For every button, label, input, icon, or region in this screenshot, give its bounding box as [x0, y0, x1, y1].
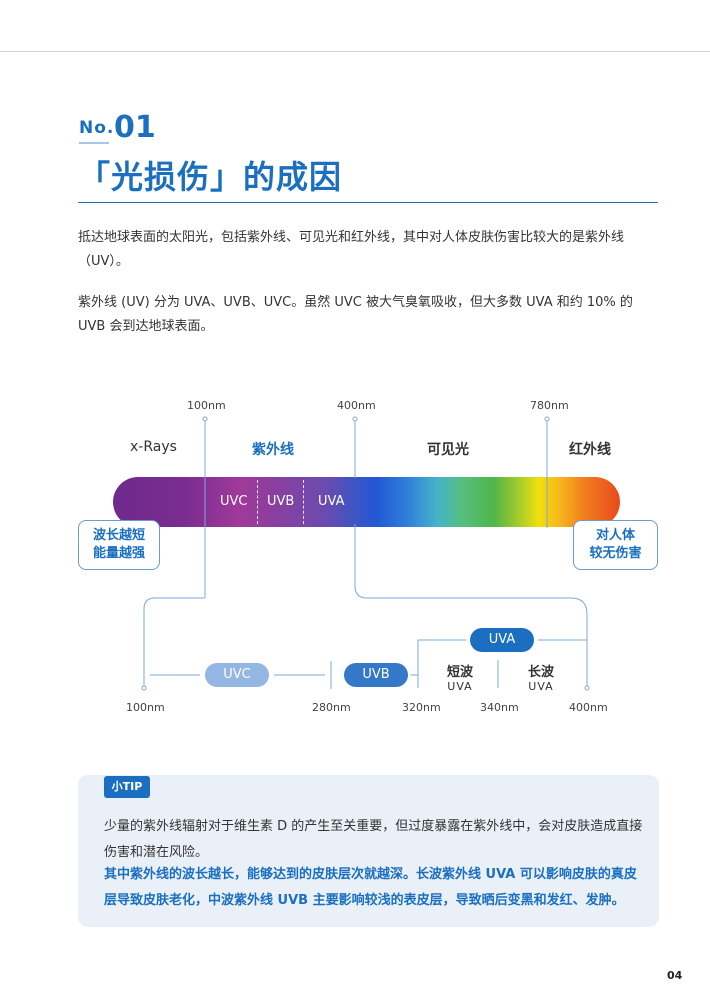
uv-divider-2 [303, 480, 304, 524]
connector-lines [141, 416, 590, 691]
intro-paragraph-2: 紫外线 (UV) 分为 UVA、UVB、UVC。虽然 UVC 被大气臭氧吸收，但… [78, 295, 633, 334]
section-number-prefix: No. [79, 118, 115, 138]
callout-short-wave: 波长越短 能量越强 [78, 520, 160, 570]
detail-wavelength-400nm: 400nm [569, 701, 608, 714]
top-divider [0, 51, 710, 52]
callout-harmless-line1: 对人体 [595, 528, 635, 543]
pill-uvb: UVB [344, 663, 408, 687]
detail-wavelength-340nm: 340nm [480, 701, 519, 714]
callout-harmless-line2: 较无伤害 [589, 546, 642, 561]
band-label-infrared: 红外线 [569, 442, 611, 458]
title-divider [78, 202, 658, 203]
intro-paragraph-1: 抵达地球表面的太阳光，包括紫外线、可见光和红外线，其中对人体皮肤伤害比较大的是紫… [78, 230, 625, 269]
detail-wavelength-320nm: 320nm [402, 701, 441, 714]
callout-short-wave-line1: 波长越短 [92, 528, 145, 543]
detail-wavelength-100nm: 100nm [126, 701, 165, 714]
page-number: 04 [667, 969, 683, 982]
wavelength-label-400nm: 400nm [337, 399, 376, 412]
long-wave-label: 长波 [527, 665, 554, 680]
band-label-xrays: x-Rays [130, 439, 177, 455]
callout-short-wave-line2: 能量越强 [92, 546, 145, 561]
tip-box [78, 775, 659, 927]
band-label-uv: 紫外线 [252, 442, 294, 458]
short-wave-uva: 短波 UVA [440, 661, 480, 693]
short-wave-uva-label: UVA [447, 680, 473, 693]
long-wave-uva: 长波 UVA [521, 661, 561, 693]
tip-paragraph-2: 其中紫外线的波长越长，能够达到的皮肤层次就越深。长波紫外线 UVA 可以影响皮肤… [104, 867, 637, 908]
tip-paragraph-1: 少量的紫外线辐射对于维生素 D 的产生至关重要，但过度暴露在紫外线中，会对皮肤造… [104, 819, 643, 860]
spectrum-uvc-label: UVC [220, 494, 248, 509]
uv-divider-1 [257, 480, 258, 524]
wavelength-label-100nm: 100nm [187, 399, 226, 412]
section-number-underline [79, 142, 109, 144]
detail-wavelength-280nm: 280nm [312, 701, 351, 714]
section-number-value: 01 [114, 110, 156, 145]
pill-uva: UVA [470, 628, 534, 652]
spectrum-uva-label: UVA [318, 494, 345, 509]
callout-harmless: 对人体 较无伤害 [573, 520, 658, 570]
spectrum-bar [113, 477, 620, 527]
pill-uvc: UVC [205, 663, 269, 687]
tip-badge: 小TIP [104, 776, 150, 798]
wavelength-label-780nm: 780nm [530, 399, 569, 412]
spectrum-uvb-label: UVB [267, 494, 295, 509]
long-wave-uva-label: UVA [528, 680, 554, 693]
spectrum-diagram: 100nm 400nm 780nm x-Rays 紫外线 可见光 红外线 UVC… [78, 399, 658, 714]
page-title: 「光损伤」的成因 [78, 158, 343, 196]
short-wave-label: 短波 [446, 665, 473, 680]
section-number: No. 01 [79, 110, 189, 146]
band-label-visible: 可见光 [427, 442, 469, 458]
